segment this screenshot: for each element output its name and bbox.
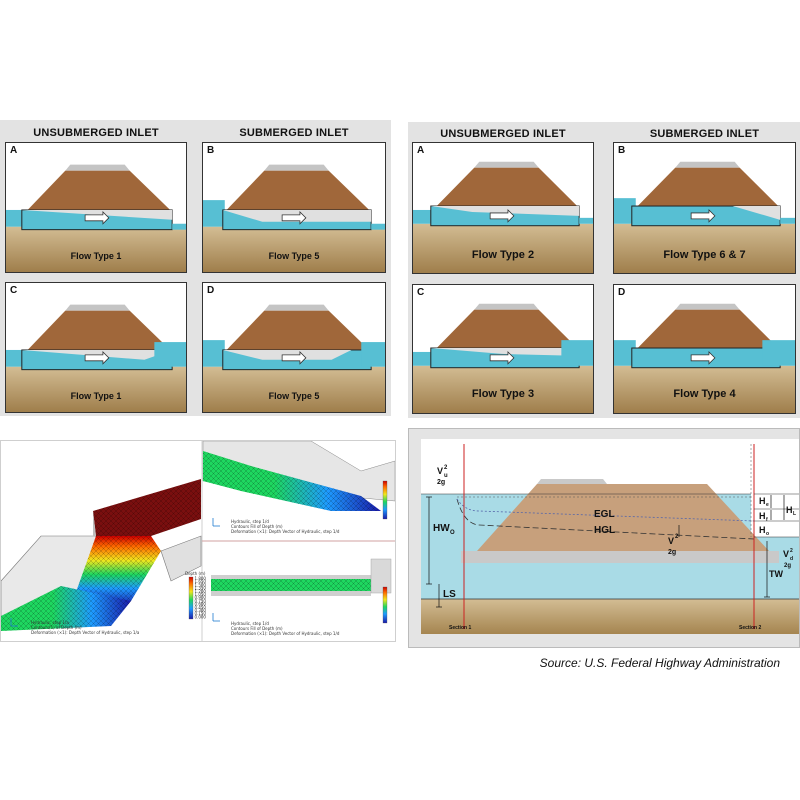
label-ho-sub: o bbox=[766, 531, 769, 537]
caption-line: Contours Fill of Depth (m) bbox=[231, 626, 283, 631]
panel-letter: C bbox=[10, 285, 18, 296]
column-header-submerged: SUBMERGED INLET bbox=[239, 127, 349, 139]
label-vd-sq: 2 bbox=[790, 548, 793, 554]
label-egl: EGL bbox=[594, 509, 615, 520]
label-v-2g: 2g bbox=[668, 549, 676, 556]
scale-value: 0.450 bbox=[195, 605, 207, 610]
culvert-diagram bbox=[203, 304, 385, 412]
label-he-sub: e bbox=[766, 502, 769, 508]
scale-value: 0.600 bbox=[195, 602, 207, 607]
simulation-graphic: Hydraulic, step 1/a Contours(1) of Depth… bbox=[1, 441, 395, 641]
label-he: H bbox=[759, 496, 766, 506]
caption-line: Deformation (×1): Depth Vector of Hydrau… bbox=[231, 529, 340, 534]
culvert-diagram bbox=[6, 164, 186, 272]
label-hf: H bbox=[759, 511, 766, 521]
flow-type-label: Flow Type 1 bbox=[70, 391, 122, 401]
label-hgl: HGL bbox=[594, 525, 615, 536]
label-hf-sub: f bbox=[766, 517, 768, 523]
panel-letter: B bbox=[618, 145, 626, 156]
hydraulic-simulation-render: Hydraulic, step 1/a Contours(1) of Depth… bbox=[0, 440, 396, 642]
caption-line: Deformation (×1): Depth Vector of Hydrau… bbox=[31, 630, 140, 635]
panel-letter: B bbox=[207, 145, 215, 156]
culvert-diagram bbox=[614, 161, 795, 273]
label-v: V bbox=[668, 536, 674, 546]
label-vu: V bbox=[437, 466, 443, 476]
scale-values: 1.8001.6501.5001.3501.2001.0500.9000.750… bbox=[195, 576, 207, 619]
flow-type-label: Flow Type 1 bbox=[70, 251, 122, 261]
culvert-diagram bbox=[413, 303, 593, 413]
culvert-flow-types-left: UNSUBMERGED INLET SUBMERGED INLET A Flow… bbox=[0, 120, 391, 416]
scale-value: 1.500 bbox=[195, 582, 207, 587]
profile-diagram: V u 2 2g HW O LS EGL HGL V 2 2g H e H f … bbox=[421, 439, 799, 634]
culvert-diagram bbox=[6, 304, 186, 412]
column-header-submerged: SUBMERGED INLET bbox=[649, 128, 760, 140]
scale-value: 0.000 bbox=[195, 614, 207, 619]
label-v-sq: 2 bbox=[675, 534, 679, 540]
source-credit: Source: U.S. Federal Highway Administrat… bbox=[539, 656, 780, 670]
column-header-unsubmerged: UNSUBMERGED INLET bbox=[440, 128, 566, 140]
scale-title: Depth (m) bbox=[185, 571, 206, 576]
flow-type-label: Flow Type 3 bbox=[471, 388, 535, 400]
label-hl-sub: L bbox=[793, 511, 796, 517]
caption-line: Hydraulic, step 1/d bbox=[231, 519, 269, 524]
scale-value: 1.650 bbox=[195, 579, 207, 584]
caption-line: Hydraulic, step 1/a bbox=[31, 620, 69, 625]
scale-value: 0.150 bbox=[195, 611, 207, 616]
panel-a: A Flow Type 2 bbox=[412, 142, 594, 274]
culvert-energy-profile: V u 2 2g HW O LS EGL HGL V 2 2g H e H f … bbox=[408, 428, 800, 648]
panel-d: D Flow Type 4 bbox=[613, 284, 796, 414]
label-ho: H bbox=[759, 525, 766, 535]
panel-b: B Flow Type 6 & 7 bbox=[613, 142, 796, 274]
panel-letter: A bbox=[10, 145, 18, 156]
label-section-1: Section 1 bbox=[449, 625, 471, 631]
panel-c: C Flow Type 3 bbox=[412, 284, 594, 414]
label-vd: V bbox=[783, 549, 789, 559]
caption-line: Deformation (×1): Depth Vector of Hydrau… bbox=[231, 631, 340, 636]
flow-type-label: Flow Type 2 bbox=[471, 249, 535, 261]
caption-line: Contours Fill of Depth (m) bbox=[231, 524, 283, 529]
label-vd-sub: d bbox=[790, 556, 793, 562]
label-tw: TW bbox=[769, 569, 783, 579]
culvert-diagram bbox=[413, 161, 593, 273]
flow-type-label: Flow Type 5 bbox=[268, 251, 320, 261]
culvert-diagram bbox=[614, 303, 795, 413]
label-vu-2g: 2g bbox=[437, 479, 445, 486]
label-vu-sq: 2 bbox=[444, 465, 448, 471]
label-hw: HW bbox=[433, 523, 450, 534]
label-vu-sub: u bbox=[444, 473, 448, 479]
label-vd-2g: 2g bbox=[784, 563, 791, 569]
label-hl: H bbox=[786, 505, 793, 515]
culvert-diagram bbox=[203, 164, 385, 272]
scale-value: 1.050 bbox=[195, 592, 207, 597]
label-hw-sub: O bbox=[450, 530, 455, 536]
column-header-unsubmerged: UNSUBMERGED INLET bbox=[33, 127, 159, 139]
panel-letter: C bbox=[417, 287, 425, 298]
flow-type-label: Flow Type 4 bbox=[673, 388, 736, 400]
label-ls: LS bbox=[443, 589, 456, 600]
flow-type-label: Flow Type 6 & 7 bbox=[663, 249, 746, 261]
scale-value: 1.200 bbox=[195, 589, 207, 594]
scale-value: 0.300 bbox=[195, 608, 207, 613]
culvert-flow-types-right: UNSUBMERGED INLET SUBMERGED INLET A Flow… bbox=[408, 122, 800, 418]
scale-value: 1.350 bbox=[195, 586, 207, 591]
label-section-2: Section 2 bbox=[739, 625, 761, 631]
scale-value: 0.900 bbox=[195, 595, 207, 600]
caption-line: Hydraulic, step 1/d bbox=[231, 621, 269, 626]
flow-type-label: Flow Type 5 bbox=[268, 391, 320, 401]
panel-a: A Flow Type 1 bbox=[5, 142, 187, 273]
scale-value: 1.800 bbox=[195, 576, 207, 581]
panel-letter: D bbox=[618, 287, 626, 298]
panel-d: D Flow Type 5 bbox=[202, 282, 386, 413]
panel-letter: A bbox=[417, 145, 425, 156]
caption-line: Contours(1) of Depth (m) bbox=[31, 625, 82, 630]
scale-value: 0.750 bbox=[195, 598, 207, 603]
panel-b: B Flow Type 5 bbox=[202, 142, 386, 273]
panel-c: C Flow Type 1 bbox=[5, 282, 187, 413]
panel-letter: D bbox=[207, 285, 215, 296]
